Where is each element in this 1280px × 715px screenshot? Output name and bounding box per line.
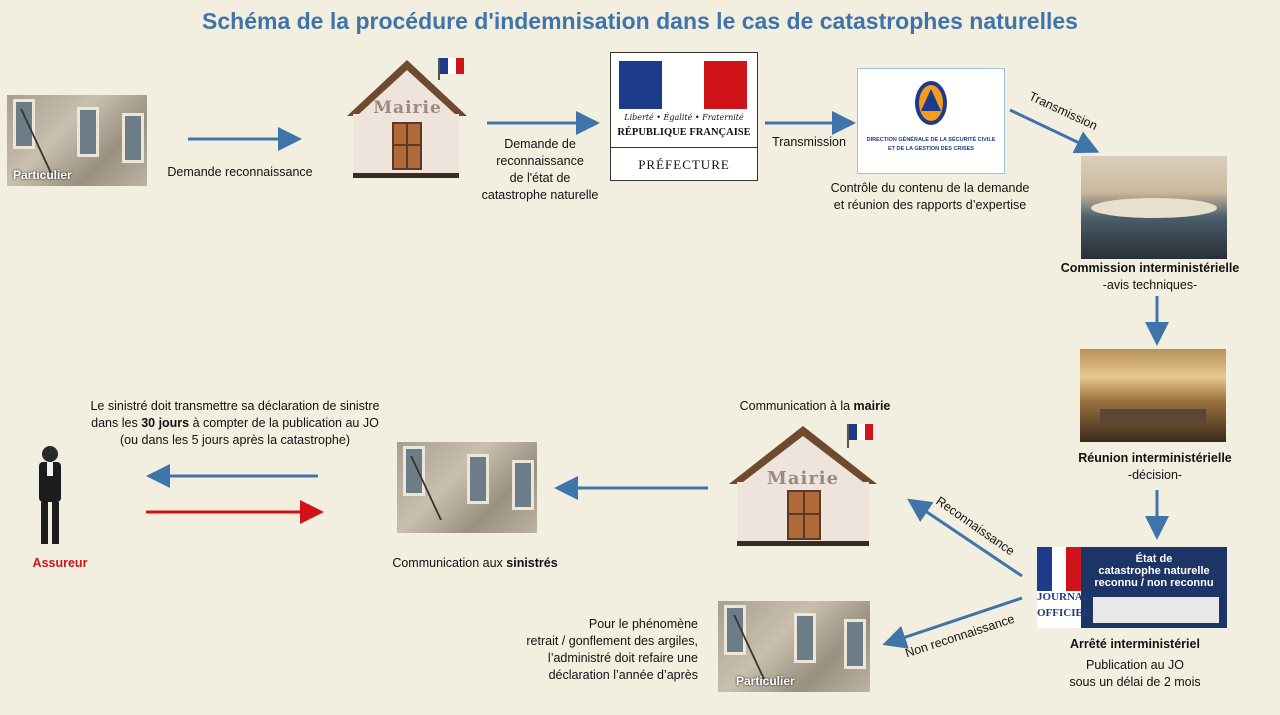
mairie-sign: Mairie	[373, 98, 442, 118]
controle-text: Contrôle du contenu de la demande et réu…	[830, 181, 1030, 212]
dgscgc-logo: DIRECTION GÉNÉRALE DE LA SÉCURITÉ CIVILE…	[857, 68, 1005, 174]
journal-officiel-panel: JOURNAL OFFICIEL État de catastrophe nat…	[1037, 547, 1227, 628]
arrow-jo-to-mairie	[907, 498, 1023, 578]
assureur-label: Assureur	[32, 556, 88, 570]
communication-sinistres-label: Communication aux sinistrés	[392, 556, 558, 570]
commission-title: Commission interministérielle	[1060, 261, 1240, 275]
marianne-icon	[619, 61, 748, 109]
publication-text: Publication au JO sous un délai de 2 moi…	[1069, 658, 1201, 689]
securite-civile-icon	[915, 81, 947, 125]
door-icon	[787, 490, 821, 540]
reunion-subtitle: -décision-	[1127, 468, 1183, 482]
french-flag-icon	[440, 58, 464, 74]
reunion-meeting-photo	[1080, 349, 1226, 442]
arrow-jo-to-particulier	[882, 596, 1023, 649]
argiles-text: Pour le phénomène retrait / gonflement d…	[526, 617, 698, 682]
arrow-dgscgc-to-commission	[1009, 108, 1100, 154]
particulier-house-photo: Particulier	[7, 95, 147, 186]
arrete-title: Arrêté interministériel	[1070, 637, 1200, 651]
transmission-label-1: Transmission	[772, 135, 846, 149]
declaration-text: Le sinistré doit transmettre sa déclarat…	[90, 399, 380, 447]
demande-etat-text: Demande de reconnaissance de l'état de c…	[481, 137, 599, 202]
page-title: Schéma de la procédure d'indemnisation d…	[202, 8, 1078, 34]
mairie-house-bottom: Mairie	[727, 424, 879, 546]
demande-reconnaissance-label: Demande reconnaissance	[167, 165, 313, 179]
assureur-person-icon	[39, 446, 61, 544]
prefecture-logo: Liberté • Égalité • Fraternité RÉPUBLIQU…	[610, 52, 758, 181]
mairie-sign: Mairie	[766, 468, 840, 489]
particulier-label: Particulier	[13, 168, 72, 182]
door-icon	[392, 122, 422, 170]
marianne-icon: JOURNAL OFFICIEL	[1037, 547, 1090, 628]
particulier-label-bottom: Particulier	[736, 674, 795, 688]
mairie-house-top: Mairie	[345, 58, 470, 178]
reunion-title: Réunion interministérielle	[1078, 451, 1232, 465]
particulier-house-photo-bottom: Particulier	[718, 601, 870, 692]
commission-meeting-photo	[1081, 156, 1227, 259]
french-flag-icon	[849, 424, 873, 440]
commission-subtitle: -avis techniques-	[1102, 278, 1198, 292]
sinistres-house-photo	[397, 442, 537, 533]
communication-mairie-label: Communication à la mairie	[739, 399, 891, 413]
